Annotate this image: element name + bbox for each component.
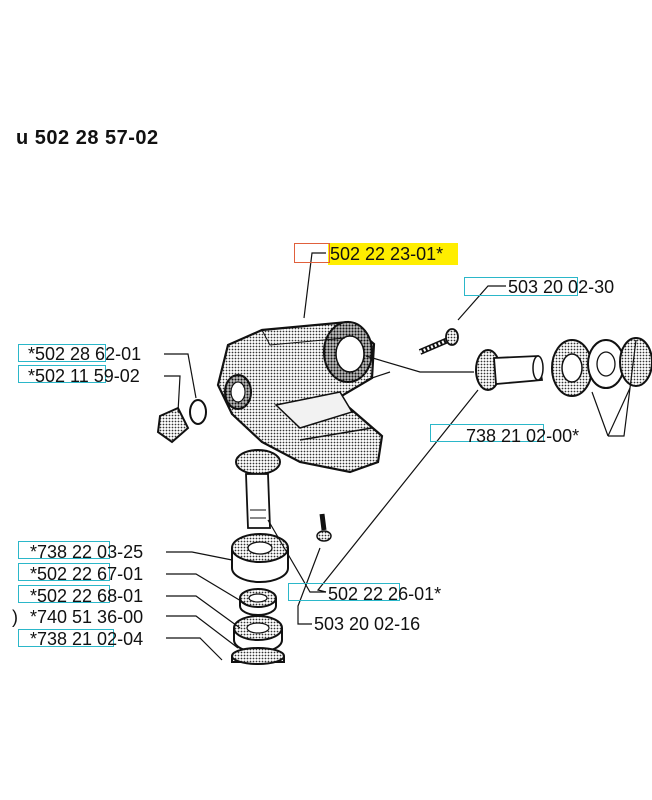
label-main-housing[interactable]: 502 22 23-01* [330, 244, 444, 264]
label-bearing-738-21[interactable]: *738 21 02-04 [30, 629, 144, 649]
plug-part [156, 399, 207, 444]
edge-glyph: ) [12, 607, 18, 627]
main-housing-box[interactable] [294, 243, 330, 263]
bearing-738-22-box[interactable] [18, 541, 110, 559]
label-screw-small[interactable]: 503 20 02-16 [314, 614, 421, 634]
label-screw-top[interactable]: 503 20 02-30 [508, 277, 615, 297]
washer-67-box[interactable] [18, 563, 110, 581]
bearing-738-21-box[interactable] [18, 629, 114, 647]
screw-top-box[interactable] [464, 277, 578, 296]
right-bearing-parts [551, 337, 652, 397]
label-gear-26[interactable]: 502 22 26-01* [328, 584, 442, 604]
highlight-marker [328, 243, 458, 265]
gear-housing [216, 320, 384, 474]
bevel-assembly-box[interactable] [430, 424, 544, 442]
gear-26-box[interactable] [288, 583, 400, 601]
label-seal-740[interactable]: *740 51 36-00 [30, 607, 144, 627]
label-washer-68[interactable]: *502 22 68-01 [30, 586, 144, 606]
top-screw-part [418, 328, 459, 355]
leader-lines [164, 252, 637, 661]
label-washer-67[interactable]: *502 22 67-01 [30, 564, 144, 584]
label-oring[interactable]: *502 11 59-02 [28, 366, 140, 386]
oring-box[interactable] [18, 365, 106, 383]
label-bearing-738-22[interactable]: *738 22 03-25 [30, 542, 144, 562]
bevel-gear-part [475, 349, 544, 391]
label-bevel-assembly[interactable]: 738 21 02-00* [466, 426, 580, 446]
washer-68-box[interactable] [18, 585, 110, 603]
pinion-shaft-part [235, 449, 281, 529]
plug-box[interactable] [18, 344, 106, 362]
label-plug[interactable]: *502 28 62-01 [28, 344, 142, 364]
small-screw-part [316, 513, 332, 542]
lower-bearing-parts [231, 533, 289, 665]
diagram-header: u 502 28 57-02 [16, 127, 159, 149]
